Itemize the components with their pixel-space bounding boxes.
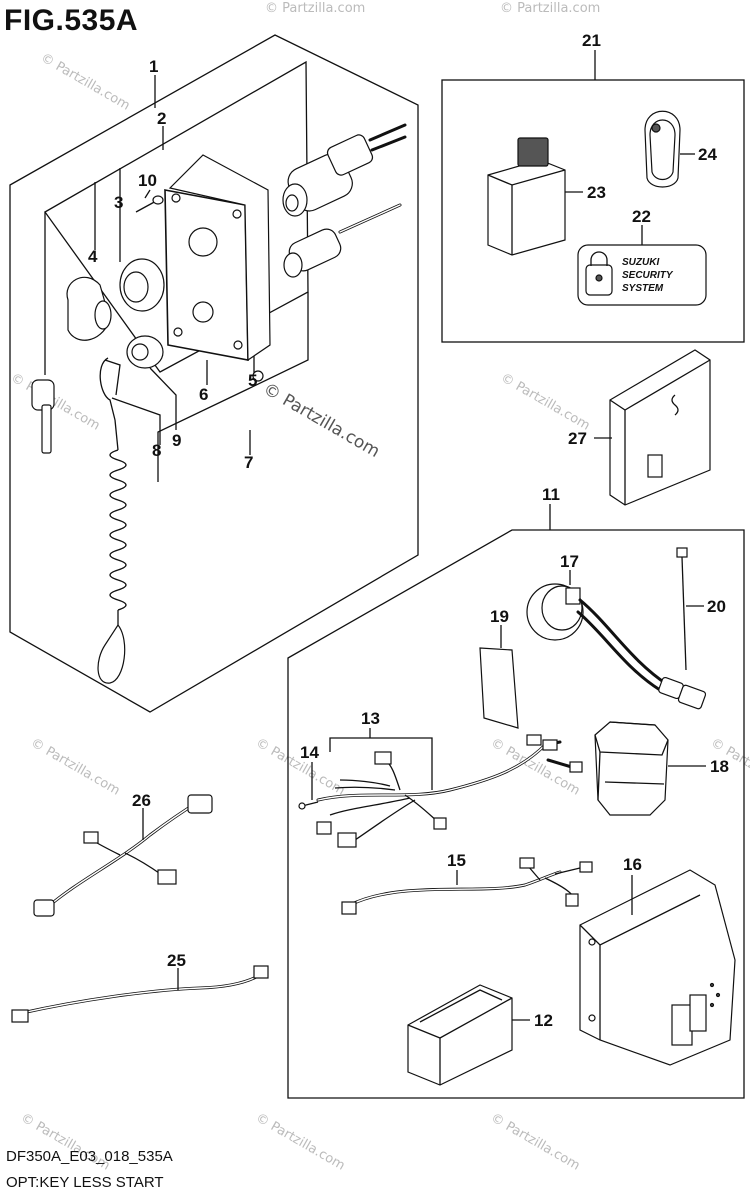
callout-11: 11 xyxy=(542,485,560,504)
part-ignition-switch xyxy=(282,123,407,217)
part-19-card xyxy=(479,647,519,729)
part-10-screw xyxy=(135,195,164,213)
part-13-wire-harness xyxy=(316,734,583,848)
bracket-7-outline xyxy=(157,387,251,482)
callout-17: 17 xyxy=(560,552,579,571)
callout-20: 20 xyxy=(707,597,726,616)
callout-4: 4 xyxy=(88,247,98,266)
watermark-text: © Partzilla.com xyxy=(498,370,592,433)
callout-14: 14 xyxy=(300,743,319,762)
callout-1: 1 xyxy=(149,57,158,76)
callout-15: 15 xyxy=(447,851,466,870)
callout-13: 13 xyxy=(361,709,380,728)
kit-21-outline xyxy=(441,79,745,343)
callout-27: 27 xyxy=(568,429,587,448)
callout-8: 8 xyxy=(152,441,161,460)
security-label-line-1: SUZUKI xyxy=(622,257,659,268)
callout-19: 19 xyxy=(490,607,509,626)
part-9-nut xyxy=(126,335,164,369)
part-5-screw xyxy=(252,370,264,382)
kit-1-outline xyxy=(9,34,419,713)
part-24-key-fob xyxy=(644,110,681,188)
callout-22: 22 xyxy=(632,207,651,226)
part-25-wire-harness xyxy=(11,965,269,1023)
callout-26: 26 xyxy=(132,791,151,810)
watermark-text: © Partzilla.com xyxy=(28,735,122,798)
part-23-module xyxy=(487,137,566,256)
callout-6: 6 xyxy=(199,385,208,404)
watermark-text: © Partzilla.com xyxy=(8,370,102,433)
callout-23: 23 xyxy=(587,183,606,202)
callout-24: 24 xyxy=(698,145,717,164)
callout-7: 7 xyxy=(244,453,253,472)
part-stop-switch xyxy=(283,203,402,278)
callout-16: 16 xyxy=(623,855,642,874)
part-16-bracket xyxy=(579,869,736,1066)
part-14-screw xyxy=(298,801,319,810)
part-12-holder xyxy=(407,984,513,1086)
security-label-line-2: SECURITY xyxy=(622,270,674,281)
part-18-relay xyxy=(594,721,669,816)
part-4-knob xyxy=(66,276,112,341)
callout-12: 12 xyxy=(534,1011,553,1030)
watermark-center-text: © Partzilla.com xyxy=(260,379,384,462)
part-15-wire-harness xyxy=(341,857,593,915)
callout-3: 3 xyxy=(114,193,123,212)
figure-code: DF350A_E03_018_535A xyxy=(6,1148,173,1165)
part-26-wire-harness xyxy=(33,794,213,917)
key-icon xyxy=(31,379,55,454)
connector-icon xyxy=(187,794,213,814)
part-17-buzzer xyxy=(526,583,707,710)
part-8-lanyard xyxy=(97,357,127,684)
callout-2: 2 xyxy=(157,109,166,128)
callout-5: 5 xyxy=(248,371,257,390)
callout-18: 18 xyxy=(710,757,729,776)
figure-caption: OPT:KEY LESS START xyxy=(6,1174,164,1191)
callout-9: 9 xyxy=(172,431,181,450)
callout-21: 21 xyxy=(582,31,601,50)
part-20-cable-tie xyxy=(676,547,688,671)
callout-25: 25 xyxy=(167,951,186,970)
watermark-text: © Partzilla.com xyxy=(253,1110,347,1173)
part-27-control-unit xyxy=(609,349,711,506)
callout-10: 10 xyxy=(138,171,157,190)
kit-11-outline xyxy=(287,529,745,1099)
security-label-line-3: SYSTEM xyxy=(622,283,664,294)
bracket-7-edge xyxy=(249,292,309,389)
part-22-security-label: SUZUKI SECURITY SYSTEM xyxy=(577,244,707,306)
watermark-text: © Partzilla.com xyxy=(38,50,132,113)
part-2-gasket xyxy=(168,154,271,362)
watermark-text: © Partzilla.com xyxy=(500,1,600,16)
watermark-text: © Partzilla.com xyxy=(265,1,365,16)
part-3-grommet xyxy=(119,258,165,312)
watermark-text: © Partzilla.com xyxy=(488,1110,582,1173)
figure-title: FIG.535A xyxy=(4,4,139,37)
